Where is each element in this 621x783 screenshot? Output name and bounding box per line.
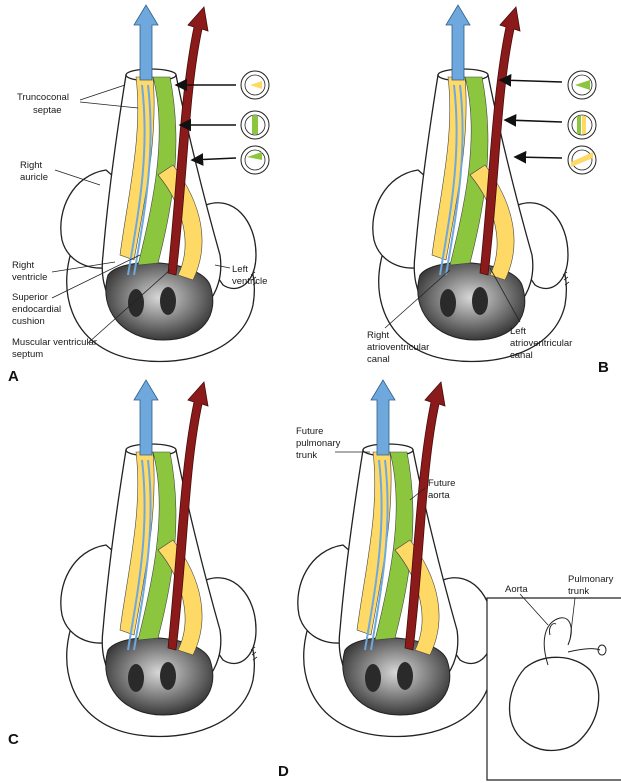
cross-section-circle <box>241 146 269 174</box>
label-right-av-1: Right <box>367 330 390 341</box>
label-right-ventricle-2: ventricle <box>12 272 47 283</box>
label-inset-pulmonary-1: Pulmonary <box>568 574 614 585</box>
label-left-ventricle-2: ventricle <box>232 276 267 287</box>
panel-letter-a: A <box>8 368 19 385</box>
pointer-arrow <box>515 157 562 158</box>
label-muscular-2: septum <box>12 349 43 360</box>
label-truncoconal: Truncoconal <box>17 92 69 103</box>
label-future-aorta-1: Future <box>428 478 455 489</box>
heart-b <box>373 5 569 362</box>
panel-d: Future pulmonary trunk Future aorta Aort… <box>278 380 621 780</box>
pointer-arrow <box>500 80 562 82</box>
panel-letter-c: C <box>8 731 19 748</box>
label-superior-3: cushion <box>12 316 45 327</box>
cross-sections-b <box>568 71 596 174</box>
label-superior-2: endocardial <box>12 304 61 315</box>
label-muscular-1: Muscular ventricular <box>12 337 97 348</box>
pointer-arrows-b <box>500 80 562 158</box>
panel-a: Truncoconal septae Right auricle Right v… <box>8 5 269 385</box>
label-right-auricle-2: auricle <box>20 172 48 183</box>
label-superior-1: Superior <box>12 292 48 303</box>
label-future-pulm-3: trunk <box>296 450 317 461</box>
label-future-pulm-1: Future <box>296 426 323 437</box>
panel-c: C <box>8 380 257 748</box>
label-right-auricle-1: Right <box>20 160 43 171</box>
label-future-pulm-2: pulmonary <box>296 438 341 449</box>
heart-d <box>298 380 494 737</box>
label-right-av-2: atrioventricular <box>367 342 429 353</box>
label-inset-pulmonary-2: trunk <box>568 586 589 597</box>
cross-sections-a <box>241 71 269 174</box>
label-left-av-1: Left <box>510 326 526 337</box>
label-right-ventricle-1: Right <box>12 260 35 271</box>
label-right-av-3: canal <box>367 354 390 365</box>
label-inset-aorta: Aorta <box>505 584 528 595</box>
pointer-arrow <box>192 158 236 160</box>
label-future-aorta-2: aorta <box>428 490 450 501</box>
panel-letter-d: D <box>278 763 289 780</box>
label-left-av-3: canal <box>510 350 533 361</box>
pointer-arrow <box>505 120 562 122</box>
heart-c <box>61 380 257 737</box>
label-left-av-2: atrioventricular <box>510 338 572 349</box>
panel-letter-b: B <box>598 359 609 376</box>
label-septae: septae <box>33 105 62 116</box>
label-left-ventricle-1: Left <box>232 264 248 275</box>
inset-mature-heart: Aorta Pulmonary trunk <box>487 574 621 780</box>
panel-b: Right atrioventricular canal Left atriov… <box>367 5 609 376</box>
heart-a <box>61 5 257 362</box>
